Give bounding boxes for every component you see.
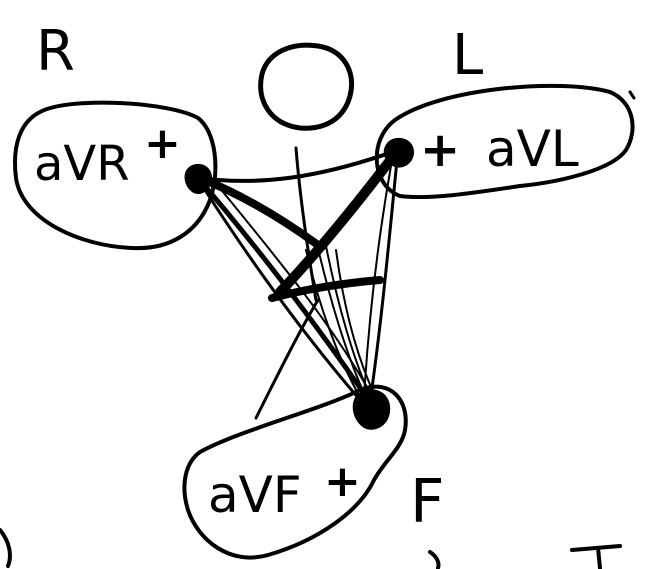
avl-plus: + [420,122,460,178]
corner-label-r: R [36,19,75,84]
line-f-bundle-3 [305,249,365,405]
electrode-r-dot [184,163,212,195]
avl-outline [374,83,635,200]
avf-label: aVF [208,466,302,524]
lead-lines [195,145,403,420]
avr-outline [13,100,218,251]
line-f-bundle-2 [325,245,373,401]
head-circle [258,42,354,131]
line-f-bundle-4 [335,249,377,399]
line-lower-left [254,298,320,420]
line-l-f-1 [368,148,400,404]
line-r-f-3 [209,175,373,397]
line-body [294,146,318,302]
mark-bottom-mid [428,550,441,569]
avf-outline [182,384,408,560]
mark-top-right [628,90,636,100]
corner-label-f: F [410,467,445,537]
line-r-l [196,148,400,183]
avr-plus: + [144,118,181,169]
line-f-bundle-1 [315,239,369,403]
avl-label: aVL [486,120,579,178]
electrode-l-dot [383,137,414,168]
line-l-mid [275,145,403,297]
corner-label-l: L [452,23,483,88]
electrode-f-dot [352,389,391,430]
avr-label: aVR [34,136,130,192]
mark-bottom-left [0,528,12,568]
avf-plus: + [324,456,361,507]
mark-bottom-right [570,544,622,569]
